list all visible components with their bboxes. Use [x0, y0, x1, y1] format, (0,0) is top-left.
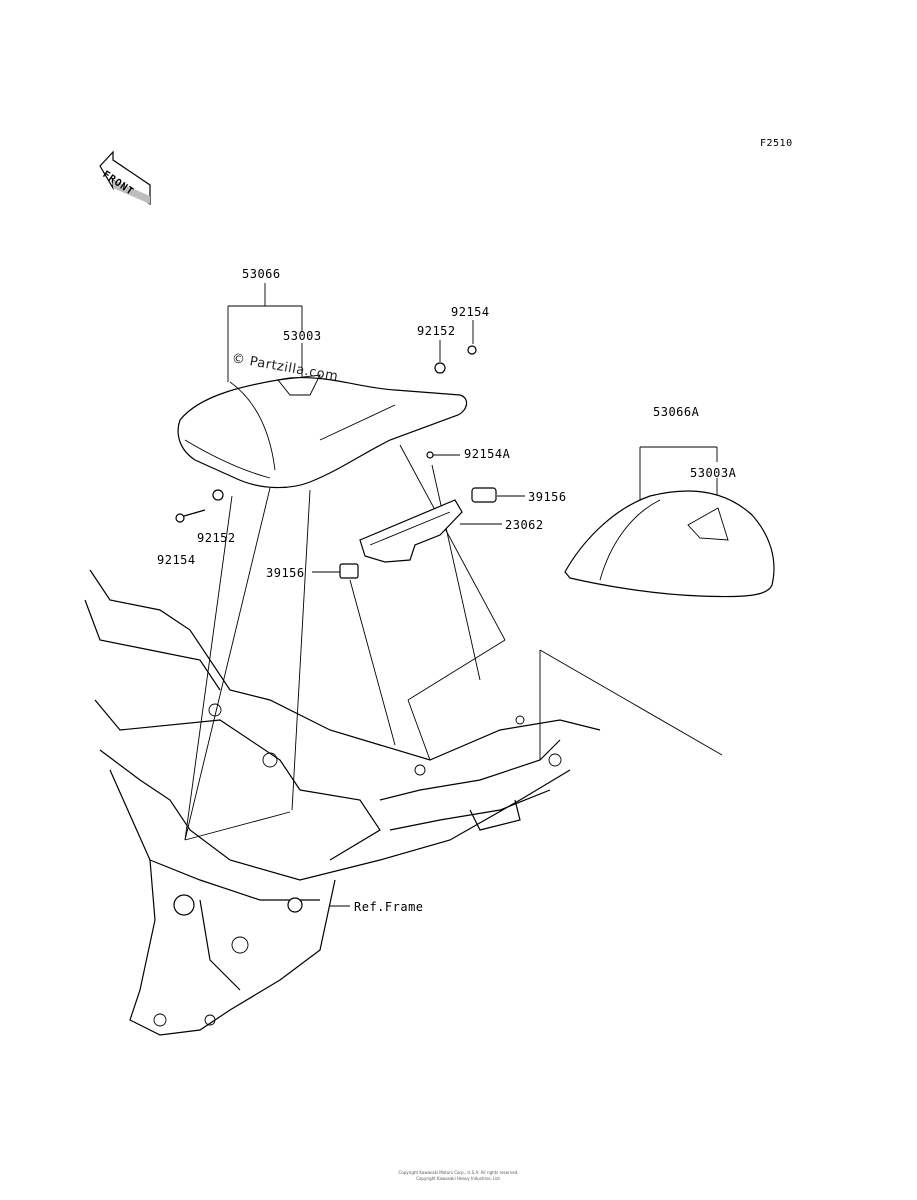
figure-code: F2510	[760, 138, 793, 149]
motorcycle-frame	[84, 569, 601, 1036]
part-label-53003: 53003	[283, 329, 322, 343]
ref-frame-label: Ref.Frame	[354, 900, 424, 914]
fasteners	[175, 345, 477, 523]
part-label-53003A: 53003A	[690, 466, 737, 480]
front-arrow-icon	[99, 150, 151, 206]
part-label-23062: 23062	[505, 518, 544, 532]
footer-copyright-2: Copyright Kawasaki Heavy Industries, Ltd…	[416, 1176, 501, 1181]
part-label-92154A: 92154A	[464, 447, 511, 461]
part-label-39156-left: 39156	[266, 566, 305, 580]
seat-bracket	[339, 487, 497, 579]
part-label-92154-top: 92154	[451, 305, 490, 319]
part-label-92154-bottom: 92154	[157, 553, 196, 567]
footer-copyright-1: Copyright Kawasaki Motors Corp., U.S.A. …	[398, 1170, 519, 1175]
part-label-92152-bottom: 92152	[197, 531, 236, 545]
part-label-39156-right: 39156	[528, 490, 567, 504]
part-label-92152-top: 92152	[417, 324, 456, 338]
part-label-53066A: 53066A	[653, 405, 700, 419]
part-label-53066: 53066	[242, 267, 281, 281]
seat-cover	[564, 490, 775, 598]
front-seat	[177, 374, 468, 489]
leader-lines	[184, 283, 723, 907]
